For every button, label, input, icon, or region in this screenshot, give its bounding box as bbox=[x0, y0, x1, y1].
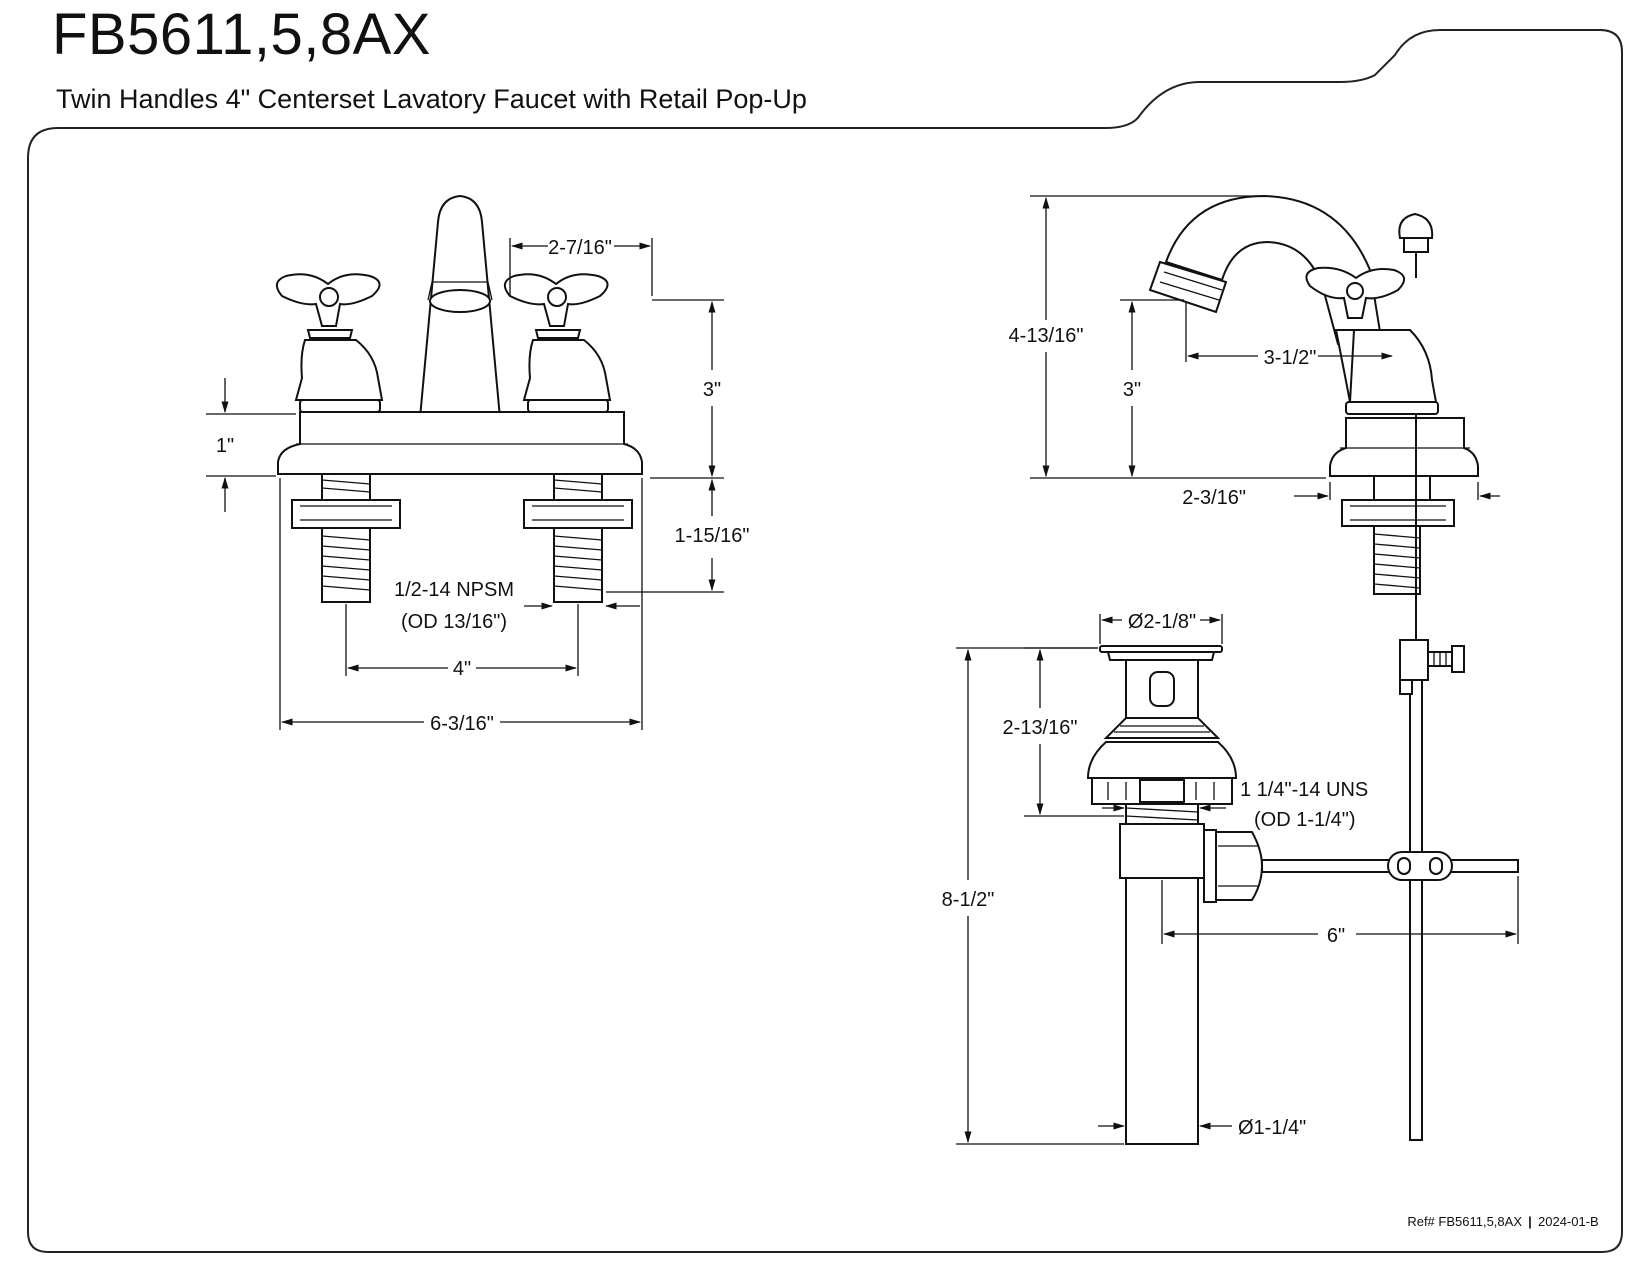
ref-separator: | bbox=[1528, 1214, 1532, 1229]
dim-center: 4" bbox=[453, 658, 471, 680]
front-view: 2-7/16" 3" 1" 1-15/16" 1/2-14 NPSM (OD 1… bbox=[206, 194, 750, 735]
ref-revision: 2024-01-B bbox=[1538, 1214, 1599, 1229]
dim-rod-length: 6" bbox=[1327, 925, 1345, 947]
side-view: 4-13/16" 3" 3-1/2" 2-3/16" bbox=[1009, 194, 1500, 1141]
dim-tail-diameter: Ø1-1/4" bbox=[1238, 1117, 1306, 1139]
dim-body-height: 2-13/16" bbox=[1003, 717, 1078, 739]
lift-rod bbox=[1409, 639, 1423, 1141]
pivot-nut bbox=[1203, 829, 1217, 903]
rod-clamp bbox=[1399, 639, 1429, 681]
left-cross-handle bbox=[275, 273, 384, 413]
product-subtitle: Twin Handles 4" Centerset Lavatory Fauce… bbox=[56, 84, 807, 114]
dim-shank-length: 1-15/16" bbox=[675, 525, 750, 547]
model-number: FB5611,5,8AX bbox=[52, 2, 431, 67]
dim-spout-to-handle: 2-7/16" bbox=[548, 237, 612, 259]
popup-knob bbox=[1398, 212, 1434, 239]
dim-deck-height: 1" bbox=[216, 435, 234, 457]
dim-spout-reach: 3-1/2" bbox=[1264, 347, 1317, 369]
drawing-frame bbox=[27, 29, 1623, 1253]
side-spout bbox=[1164, 194, 1384, 345]
right-shank bbox=[523, 473, 633, 603]
aerator-icon bbox=[429, 289, 491, 313]
thread-od: (OD 13/16") bbox=[401, 611, 507, 633]
dim-handle-height: 3" bbox=[703, 379, 721, 401]
thread-spec: 1/2-14 NPSM bbox=[394, 579, 514, 601]
dim-flange-diameter: Ø2-1/8" bbox=[1128, 611, 1196, 633]
drain-view: Ø2-1/8" 2-13/16" 1 1/4"-14 UNS (OD 1-1/4… bbox=[942, 611, 1519, 1145]
drain-thread-spec: 1 1/4"-14 UNS bbox=[1240, 779, 1368, 801]
drain-thread-od: (OD 1-1/4") bbox=[1254, 809, 1356, 831]
dim-base-width: 6-3/16" bbox=[430, 713, 494, 735]
left-shank bbox=[291, 473, 401, 603]
footer-reference: Ref# FB5611,5,8AX | 2024-01-B bbox=[1407, 1214, 1598, 1229]
right-cross-handle bbox=[503, 273, 612, 413]
dim-spout-height: 3" bbox=[1123, 379, 1141, 401]
dim-overall-height: 4-13/16" bbox=[1009, 325, 1084, 347]
ref-label: Ref# FB5611,5,8AX bbox=[1407, 1214, 1522, 1229]
dim-overall-length: 8-1/2" bbox=[942, 889, 995, 911]
dim-base-depth: 2-3/16" bbox=[1182, 487, 1246, 509]
side-base bbox=[1329, 417, 1479, 477]
deck-plate bbox=[277, 411, 643, 475]
